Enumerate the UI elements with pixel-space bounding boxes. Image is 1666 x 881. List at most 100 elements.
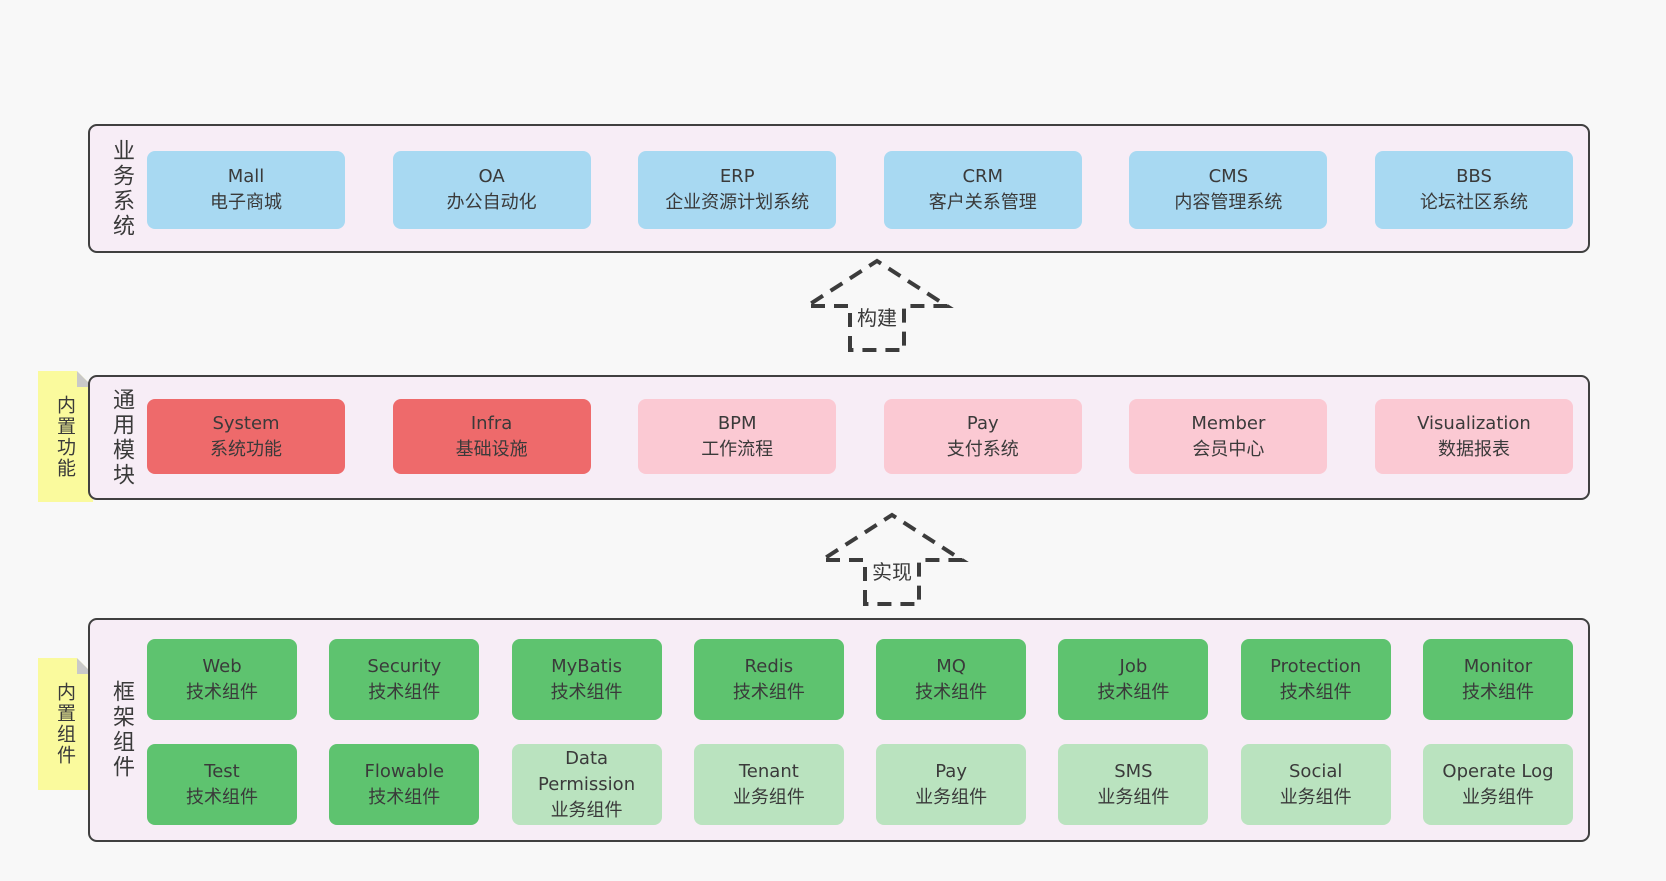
box-flowable: Flowable 技术组件 <box>329 744 480 825</box>
box-title-zh: 客户关系管理 <box>928 192 1037 213</box>
box-protection: Protection 技术组件 <box>1240 639 1391 720</box>
box-mall: Mall 电子商城 <box>147 151 345 229</box>
arrow-label-bg <box>853 300 901 336</box>
box-title-zh: 技术组件 <box>732 681 805 703</box>
box-title-en: Monitor <box>1463 655 1533 677</box>
box-title-zh: 业务组件 <box>1461 786 1534 808</box>
box-title-zh: 技术组件 <box>1461 681 1534 703</box>
box-title-zh: 数据报表 <box>1437 438 1510 460</box>
box-title-en: Pay <box>935 760 967 782</box>
box-member: Member 会员中心 <box>1129 399 1328 474</box>
box-title-zh: 业务组件 <box>915 786 988 808</box>
box-title-en: Flowable <box>364 760 445 782</box>
arrow-label: 实现 <box>872 560 912 584</box>
box-title-en: Redis <box>744 655 794 677</box>
box-infra: Infra 基础设施 <box>392 399 591 474</box>
layer-label-business-systems: 业务系统 <box>109 138 134 239</box>
box-title-en: Tenant <box>738 760 799 782</box>
layer-label-common-modules: 通用模块 <box>109 387 134 488</box>
note-text: 内置组件 <box>54 682 76 766</box>
box-title-zh: 业务组件 <box>550 799 623 821</box>
box-title-zh: 工作流程 <box>701 438 774 460</box>
box-web: Web 技术组件 <box>147 639 297 720</box>
common-modules-row: System 系统功能 Infra 基础设施 BPM 工作流程 Pay 支付系统… <box>147 399 1573 474</box>
box-title-en: BPM <box>717 412 757 434</box>
implement-arrow: 实现 <box>815 512 969 606</box>
box-title-en: Protection <box>1270 655 1362 677</box>
box-system: System 系统功能 <box>147 399 345 474</box>
box-test: Test 技术组件 <box>147 744 297 825</box>
box-title-en: Job <box>1119 655 1148 677</box>
box-title-en: Social <box>1289 760 1343 782</box>
box-title-en: Visualization <box>1417 412 1531 434</box>
up-arrow-outline <box>800 258 954 352</box>
box-sms: SMS 业务组件 <box>1058 744 1209 825</box>
box-monitor: Monitor 技术组件 <box>1422 639 1573 720</box>
box-mq: MQ 技术组件 <box>876 639 1027 720</box>
layer-framework-components: 框架组件 Web 技术组件 Security 技术组件 MyBatis 技术组件… <box>88 618 1590 842</box>
note-built-in-components: 内置组件 <box>38 658 93 790</box>
box-erp: ERP 企业资源计划系统 <box>638 151 837 229</box>
box-title-zh: 内容管理系统 <box>1174 192 1283 213</box>
box-title-zh: 业务组件 <box>732 786 805 808</box>
box-pay: Pay 支付系统 <box>883 399 1082 474</box>
box-title-zh: 论坛社区系统 <box>1419 192 1528 213</box>
arrow-label-bg <box>868 554 916 590</box>
box-pay-biz: Pay 业务组件 <box>876 744 1027 825</box>
box-bbs: BBS 论坛社区系统 <box>1374 151 1573 229</box>
box-title-zh: 技术组件 <box>1279 681 1352 703</box>
box-title-en: OA <box>478 166 505 187</box>
box-cms: CMS 内容管理系统 <box>1129 151 1328 229</box>
box-title-zh: 会员中心 <box>1192 438 1265 460</box>
box-title-zh: 技术组件 <box>368 681 441 703</box>
box-oa: OA 办公自动化 <box>392 151 591 229</box>
up-arrow-outline <box>815 512 969 606</box>
box-bpm: BPM 工作流程 <box>638 399 837 474</box>
box-title-en: System <box>212 412 280 434</box>
box-title-zh: 技术组件 <box>550 681 623 703</box>
box-title-en: Security <box>367 655 442 677</box>
box-title-en: Web <box>202 655 242 677</box>
box-operate-log: Operate Log 业务组件 <box>1422 744 1573 825</box>
box-title-en: Operate Log <box>1442 760 1554 782</box>
box-title-zh: 系统功能 <box>210 438 282 460</box>
box-mybatis: MyBatis 技术组件 <box>511 639 662 720</box>
box-data-permission: Data Permission 业务组件 <box>511 744 662 825</box>
box-title-en: Mall <box>227 166 265 187</box>
box-title-zh: 企业资源计划系统 <box>665 192 810 213</box>
business-systems-row: Mall 电子商城 OA 办公自动化 ERP 企业资源计划系统 CRM 客户关系… <box>147 151 1573 229</box>
box-title-zh: 技术组件 <box>1097 681 1170 703</box>
box-crm: CRM 客户关系管理 <box>883 151 1082 229</box>
arrow-label: 构建 <box>857 306 897 330</box>
framework-components-row-1: Web 技术组件 Security 技术组件 MyBatis 技术组件 Redi… <box>147 639 1573 720</box>
box-title-zh: 技术组件 <box>368 786 441 808</box>
box-title-en: Data Permission <box>538 747 636 795</box>
build-arrow: 构建 <box>800 258 954 352</box>
box-title-zh: 业务组件 <box>1097 786 1170 808</box>
box-title-zh: 技术组件 <box>186 681 258 703</box>
box-visualization: Visualization 数据报表 <box>1374 399 1573 474</box>
box-security: Security 技术组件 <box>329 639 480 720</box>
box-title-en: MyBatis <box>551 655 623 677</box>
box-social: Social 业务组件 <box>1240 744 1391 825</box>
box-title-zh: 办公自动化 <box>446 192 537 213</box>
box-title-zh: 技术组件 <box>915 681 988 703</box>
framework-components-row-2: Test 技术组件 Flowable 技术组件 Data Permission … <box>147 744 1573 825</box>
box-title-en: BBS <box>1456 166 1492 187</box>
box-title-zh: 业务组件 <box>1279 786 1352 808</box>
box-title-zh: 基础设施 <box>455 438 528 460</box>
box-title-en: Pay <box>966 412 999 434</box>
layer-business-systems: 业务系统 Mall 电子商城 OA 办公自动化 ERP 企业资源计划系统 CRM… <box>88 124 1590 253</box>
note-text: 内置功能 <box>54 394 76 479</box>
box-title-en: SMS <box>1114 760 1153 782</box>
box-title-en: CRM <box>962 166 1004 187</box>
layer-common-modules: 通用模块 System 系统功能 Infra 基础设施 BPM 工作流程 Pay… <box>88 375 1590 500</box>
box-title-zh: 支付系统 <box>946 438 1019 460</box>
box-title-en: Infra <box>470 412 513 434</box>
box-job: Job 技术组件 <box>1058 639 1209 720</box>
layer-label-framework-components: 框架组件 <box>109 680 134 780</box>
box-title-en: Test <box>204 760 240 782</box>
note-built-in-features: 内置功能 <box>38 371 93 502</box>
box-title-zh: 技术组件 <box>186 786 258 808</box>
